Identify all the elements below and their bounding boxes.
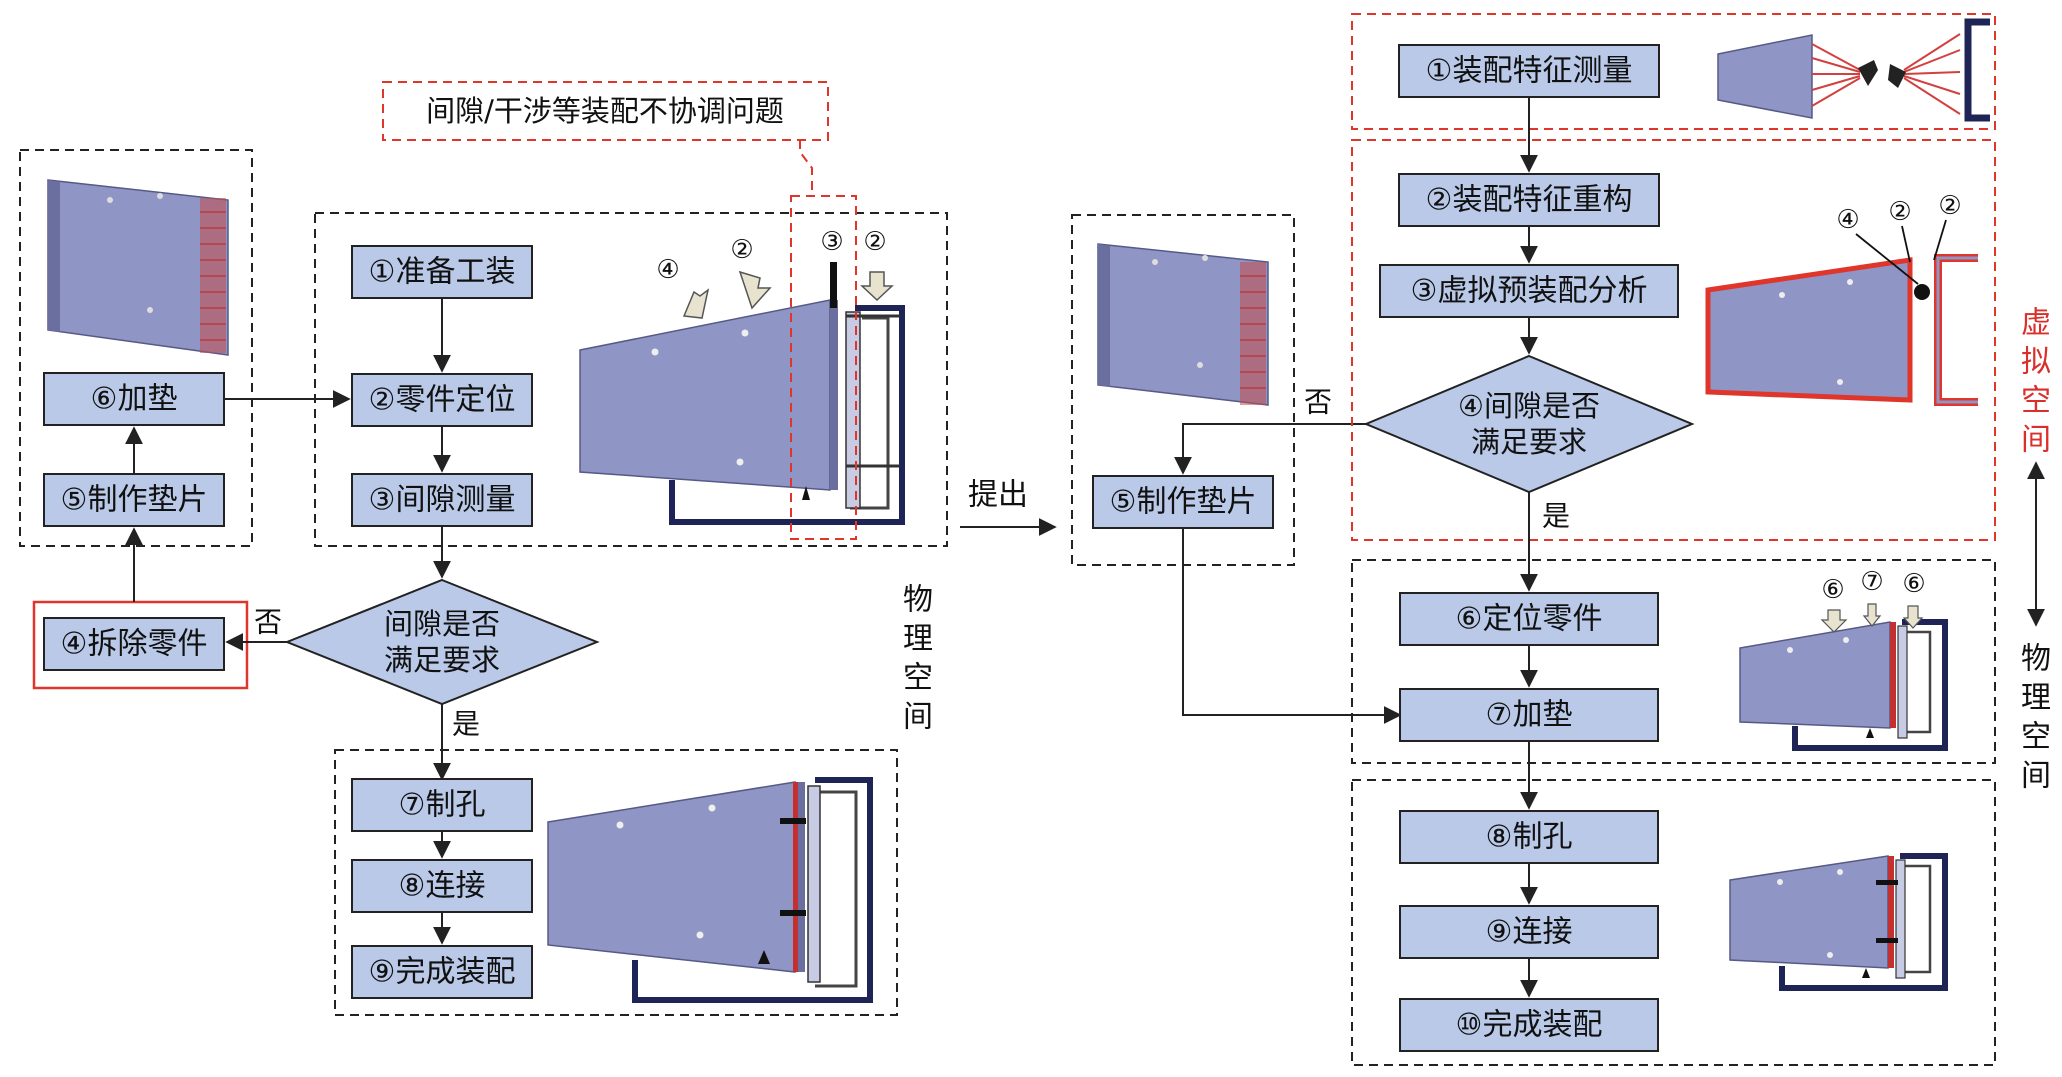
- left-complete-label: ⑨完成装配: [369, 955, 516, 990]
- left-shim-group: ⑥加垫 ⑤制作垫片: [19, 149, 253, 547]
- svg-text:空: 空: [2021, 384, 2051, 419]
- left-img-marker-2a: ②: [730, 235, 753, 265]
- svg-text:理: 理: [903, 622, 933, 657]
- left-process-frame: [314, 212, 948, 547]
- left-locate-box: [351, 373, 533, 427]
- left-gap-highlight: [790, 195, 857, 540]
- right-virtual-frame: [1351, 139, 1996, 541]
- right-reconstruct-label: ②装配特征重构: [1426, 183, 1633, 218]
- left-final-frame: [334, 749, 898, 1016]
- arrow-makeshim-to-addshim: [1182, 528, 1402, 724]
- right-physical-frame-1: [1351, 559, 1996, 764]
- middle-make-shim-box: [1092, 475, 1274, 529]
- right-physical-frame-2: [1351, 779, 1996, 1066]
- left-connect-box: [351, 859, 533, 913]
- right-decision-yes: 是: [1542, 500, 1570, 533]
- left-add-shim-label: ⑥加垫: [91, 382, 178, 417]
- svg-text:空: 空: [903, 661, 933, 696]
- svg-text:空: 空: [2021, 720, 2051, 755]
- propose-label: 提出: [968, 478, 1028, 513]
- left-connect-label: ⑧连接: [399, 869, 486, 904]
- right-add-shim-label: ⑦加垫: [1486, 698, 1573, 733]
- right-add-shim-box: [1399, 688, 1659, 742]
- callout-text: 间隙/干涉等装配不协调问题: [426, 94, 784, 128]
- left-drill-label: ⑦制孔: [399, 788, 486, 823]
- right-virtual-label: 虚 拟 空 间: [2021, 306, 2051, 458]
- shim-panel-image: [47, 179, 229, 356]
- middle-panel-image: [1097, 243, 1269, 406]
- callout-box: [382, 81, 829, 141]
- left-img-marker-4: ④: [656, 255, 679, 285]
- left-prepare-label: ①准备工装: [369, 255, 516, 290]
- callout-group: 间隙/干涉等装配不协调问题: [382, 81, 829, 196]
- right-measure-feature-label: ①装配特征测量: [1426, 54, 1633, 89]
- right-drill-label: ⑧制孔: [1486, 820, 1573, 855]
- right-physical-marker-6b: ⑥: [1902, 569, 1925, 599]
- right-physical-image-2: [1729, 853, 1948, 991]
- left-locate-label: ②零件定位: [369, 383, 516, 418]
- right-virtual-marker-2a: ②: [1888, 197, 1911, 227]
- right-locate-label: ⑥定位零件: [1456, 602, 1603, 637]
- right-measure-image: [1717, 18, 1990, 122]
- right-drill-box: [1399, 810, 1659, 864]
- svg-text:虚: 虚: [2021, 306, 2051, 341]
- right-preassembly-label: ③虚拟预装配分析: [1411, 274, 1648, 309]
- left-decision: [284, 578, 600, 706]
- right-decision: [1363, 354, 1695, 494]
- left-measure-label: ③间隙测量: [369, 483, 516, 518]
- left-decision-no: 否: [254, 606, 282, 639]
- right-virtual-marker-4: ④: [1836, 205, 1859, 235]
- svg-text:拟: 拟: [2021, 345, 2051, 380]
- left-decision-yes: 是: [452, 708, 480, 741]
- right-measure-frame: [1351, 13, 1996, 130]
- svg-text:间: 间: [2021, 423, 2051, 458]
- right-complete-label: ⑩完成装配: [1456, 1008, 1603, 1043]
- svg-text:物: 物: [903, 583, 933, 618]
- left-remove-part-box: [43, 617, 225, 671]
- right-locate-box: [1399, 592, 1659, 646]
- left-remove-frame: [32, 600, 249, 690]
- right-decision-line1: ④间隙是否: [1458, 389, 1600, 423]
- left-img-marker-3: ③: [820, 227, 843, 257]
- left-shim-frame: [19, 149, 253, 547]
- right-connect-label: ⑨连接: [1486, 915, 1573, 950]
- right-measure-feature-box: [1398, 44, 1660, 98]
- right-complete-box: [1399, 998, 1659, 1052]
- right-connect-box: [1399, 905, 1659, 959]
- svg-text:物: 物: [2021, 642, 2051, 677]
- left-img-marker-2b: ②: [863, 227, 886, 257]
- left-make-shim-label: ⑤制作垫片: [61, 483, 208, 518]
- left-complete-box: [351, 945, 533, 999]
- arrow-rightdecision-no: [1174, 423, 1368, 475]
- right-decision-line2: 满足要求: [1471, 425, 1587, 459]
- svg-text:间: 间: [2021, 759, 2051, 794]
- right-virtual-image: ④ ② ②: [1705, 191, 1978, 406]
- right-physical-marker-6a: ⑥: [1821, 575, 1844, 605]
- svg-text:理: 理: [2021, 681, 2051, 716]
- left-physical-label: 物 理 空 间: [903, 583, 933, 735]
- middle-no-label: 否: [1304, 386, 1332, 419]
- left-decision-line2: 满足要求: [384, 643, 500, 677]
- callout-leader: [799, 140, 813, 196]
- svg-text:间: 间: [903, 700, 933, 735]
- left-final-image: [547, 777, 873, 1003]
- right-physical-label: 物 理 空 间: [2021, 642, 2051, 794]
- left-decision-line1: 间隙是否: [384, 607, 500, 641]
- right-physical-image-1: ⑥ ⑦ ⑥: [1739, 567, 1948, 751]
- right-virtual-marker-2b: ②: [1938, 191, 1961, 221]
- left-drill-box: [351, 778, 533, 832]
- right-physical-marker-7: ⑦: [1860, 567, 1883, 597]
- left-prepare-box: [351, 245, 533, 299]
- left-remove-part-label: ④拆除零件: [61, 627, 208, 662]
- left-process-image: ④ ② ③ ②: [579, 227, 905, 525]
- left-add-shim-box: [43, 372, 225, 426]
- middle-make-shim-label: ⑤制作垫片: [1110, 485, 1257, 520]
